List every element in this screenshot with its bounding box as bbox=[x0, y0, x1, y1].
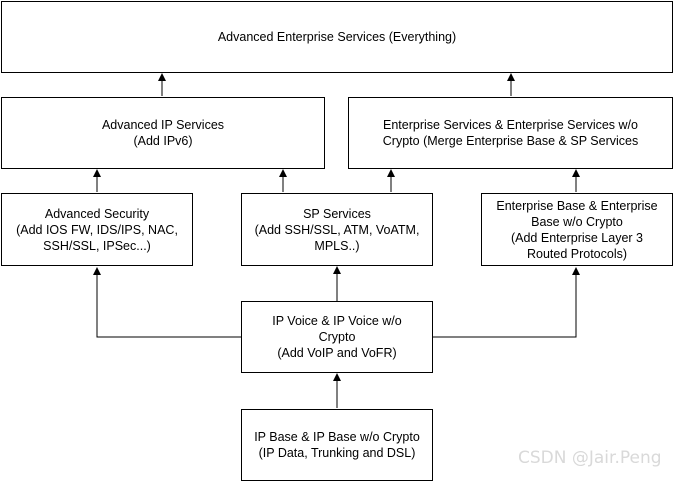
node-enterprise-base: Enterprise Base & Enterprise Base w/o Cr… bbox=[481, 193, 673, 266]
node-line: (Add IOS FW, IDS/IPS, NAC, bbox=[16, 222, 178, 237]
node-sp-services: SP Services (Add SSH/SSL, ATM, VoATM, MP… bbox=[241, 193, 433, 266]
node-line: IP Base & IP Base w/o Crypto bbox=[254, 430, 420, 444]
node-advanced-ip-services: Advanced IP Services (Add IPv6) bbox=[1, 97, 325, 169]
node-line: Advanced IP Services bbox=[101, 118, 225, 132]
arrow-ipvoice-to-entbase bbox=[433, 267, 580, 338]
node-ip-voice: IP Voice & IP Voice w/o Crypto (Add VoIP… bbox=[241, 301, 433, 373]
node-line: (Add VoIP and VoFR) bbox=[277, 346, 397, 360]
node-line: SSH/SSL, IPSec...) bbox=[43, 238, 151, 253]
node-line: Advanced Security bbox=[44, 206, 150, 221]
arrow-ipvoice-to-security bbox=[93, 267, 241, 338]
node-line: Enterprise Services & Enterprise Service… bbox=[383, 118, 638, 132]
node-line: (Add Enterprise Layer 3 bbox=[510, 230, 643, 245]
node-line: Routed Protocols) bbox=[526, 246, 628, 261]
node-line: SP Services bbox=[303, 206, 371, 221]
node-ip-base: IP Base & IP Base w/o Crypto (IP Data, T… bbox=[241, 409, 433, 481]
node-line: Advanced Enterprise Services (Everything… bbox=[217, 30, 457, 44]
node-line: Base w/o Crypto bbox=[531, 214, 623, 229]
node-line: MPLS..) bbox=[314, 238, 360, 253]
node-line: Crypto (Merge Enterprise Base & SP Servi… bbox=[382, 134, 639, 148]
node-advanced-enterprise-services: Advanced Enterprise Services (Everything… bbox=[1, 1, 673, 73]
node-advanced-security: Advanced Security (Add IOS FW, IDS/IPS, … bbox=[1, 193, 193, 266]
node-line: (Add IPv6) bbox=[133, 134, 193, 148]
watermark: CSDN @Jair.Peng bbox=[518, 448, 662, 468]
node-line: Crypto bbox=[318, 330, 356, 344]
node-line: (Add SSH/SSL, ATM, VoATM, bbox=[254, 222, 420, 237]
node-line: Enterprise Base & Enterprise bbox=[496, 198, 658, 213]
node-enterprise-services: Enterprise Services & Enterprise Service… bbox=[348, 97, 673, 169]
node-line: (IP Data, Trunking and DSL) bbox=[258, 446, 416, 460]
node-line: IP Voice & IP Voice w/o bbox=[272, 314, 402, 328]
